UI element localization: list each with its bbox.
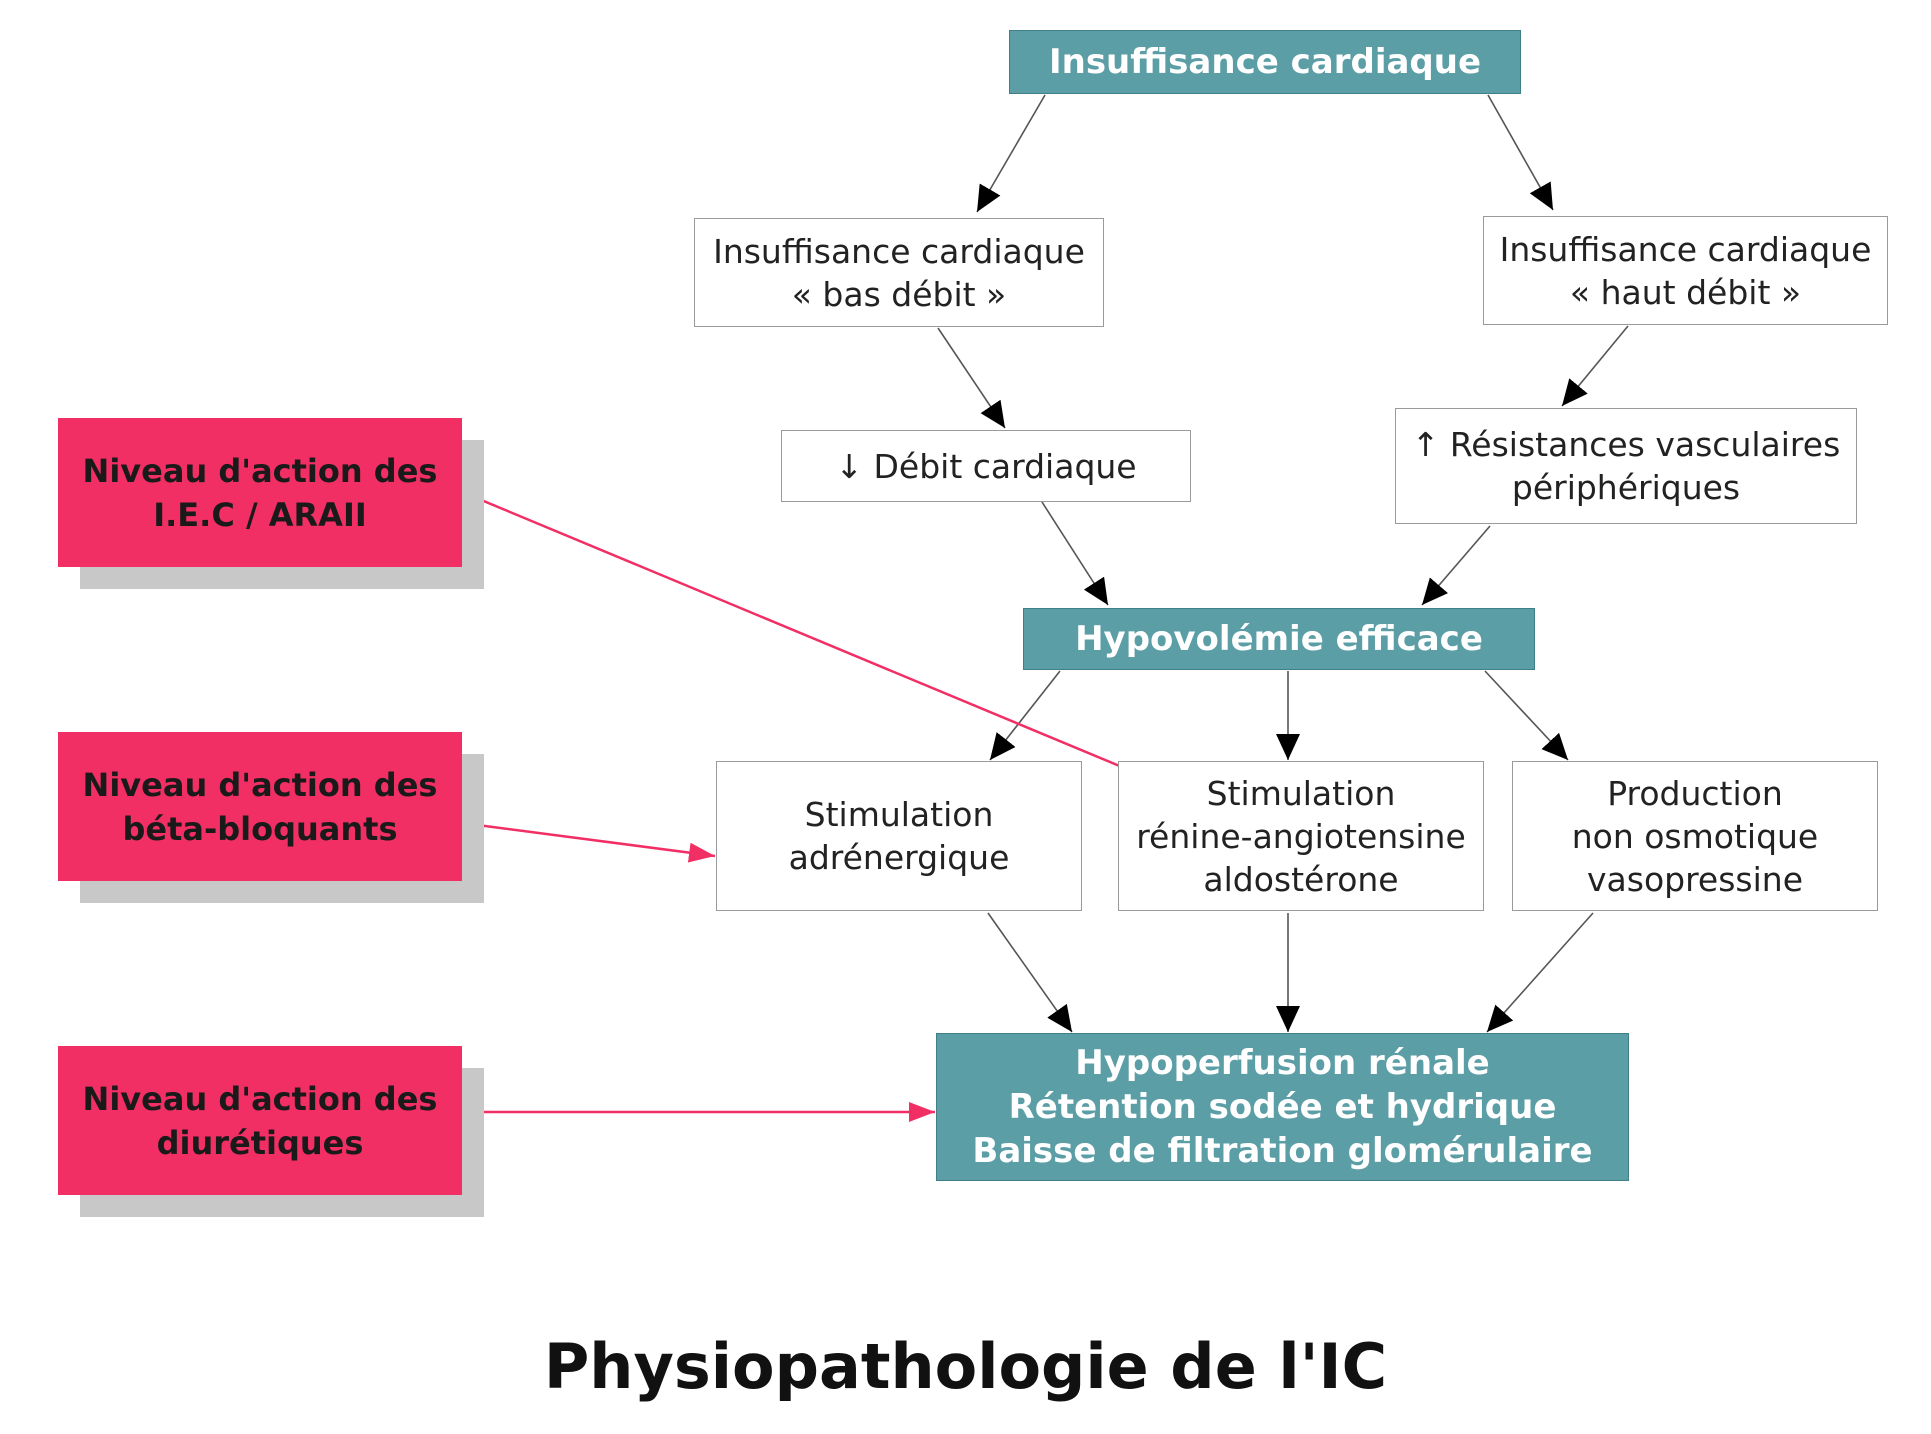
node-line: Hypoperfusion rénale: [1075, 1043, 1490, 1083]
arrow-resist-to-hypo: [1421, 525, 1491, 606]
node-line: rénine-angiotensine: [1136, 816, 1466, 856]
label-action-iec-araii: Niveau d'action des I.E.C / ARAII: [58, 418, 462, 567]
node-stimulation-renine: Stimulation rénine-angiotensine aldostér…: [1118, 761, 1484, 911]
node-line: périphériques: [1511, 468, 1741, 507]
node-line: « haut débit »: [1569, 272, 1802, 312]
node-hypoperfusion-renale: Hypoperfusion rénale Rétention sodée et …: [936, 1033, 1629, 1181]
arrow-hypo-to-stim-adr: [989, 670, 1061, 761]
node-line: Rétention sodée et hydrique: [1008, 1087, 1557, 1127]
node-line: Production: [1607, 773, 1783, 813]
pink-arrow-iec-to-renine: [461, 490, 1159, 784]
arrow-debit-to-hypo: [1041, 501, 1109, 606]
node-resistances-vasculaires: ↑ Résistances vasculaires périphériques: [1395, 408, 1857, 524]
node-ic-haut-debit: Insuffisance cardiaque « haut débit »: [1483, 216, 1888, 325]
node-line: non osmotique: [1571, 816, 1819, 856]
arrow-hypo-to-production: [1484, 670, 1569, 761]
node-line: Stimulation: [804, 795, 994, 834]
node-line: adrénergique: [788, 838, 1010, 877]
node-insuffisance-cardiaque: Insuffisance cardiaque: [1009, 30, 1521, 94]
label-line: Niveau d'action des: [82, 451, 438, 490]
arrow-stim-adr-to-hypoperf: [987, 912, 1073, 1033]
arrow-production-to-hypoperf: [1486, 912, 1594, 1033]
label-line: béta-bloquants: [122, 809, 398, 848]
label-line: Niveau d'action des: [82, 1079, 438, 1118]
node-production-vasopressine: Production non osmotique vasopressine: [1512, 761, 1878, 911]
label-line: I.E.C / ARAII: [153, 495, 367, 534]
label-action-diuretiques: Niveau d'action des diurétiques: [58, 1046, 462, 1195]
arrow-ic-to-bas: [976, 94, 1046, 213]
node-line: Hypovolémie efficace: [1075, 619, 1483, 659]
node-ic-bas-debit: Insuffisance cardiaque « bas débit »: [694, 218, 1104, 327]
node-line: vasopressine: [1587, 859, 1803, 899]
node-line: « bas débit »: [791, 274, 1007, 314]
label-line: diurétiques: [156, 1123, 364, 1162]
label-action-beta-bloquants: Niveau d'action des béta-bloquants: [58, 732, 462, 881]
node-line: ↑ Résistances vasculaires: [1411, 425, 1841, 464]
arrow-ic-to-haut: [1487, 94, 1554, 211]
diagram-title: Physiopathologie de l'IC: [543, 1330, 1388, 1403]
arrow-haut-to-resist: [1561, 325, 1629, 407]
node-line: Stimulation: [1206, 773, 1396, 813]
pink-arrow-beta-to-adrenergique: [461, 821, 716, 863]
node-line: Baisse de filtration glomérulaire: [972, 1131, 1593, 1171]
label-line: Niveau d'action des: [82, 765, 438, 804]
node-line: Insuffisance cardiaque: [1499, 229, 1872, 269]
node-line: Insuffisance cardiaque: [713, 231, 1085, 271]
node-debit-cardiaque: ↓ Débit cardiaque: [781, 430, 1191, 502]
node-line: ↓ Débit cardiaque: [835, 446, 1137, 486]
node-stimulation-adrenergique: Stimulation adrénergique: [716, 761, 1082, 911]
node-line: aldostérone: [1203, 859, 1399, 899]
node-line: Insuffisance cardiaque: [1048, 42, 1482, 82]
node-hypovolemie-efficace: Hypovolémie efficace: [1023, 608, 1535, 670]
arrow-bas-to-debit: [937, 327, 1006, 429]
